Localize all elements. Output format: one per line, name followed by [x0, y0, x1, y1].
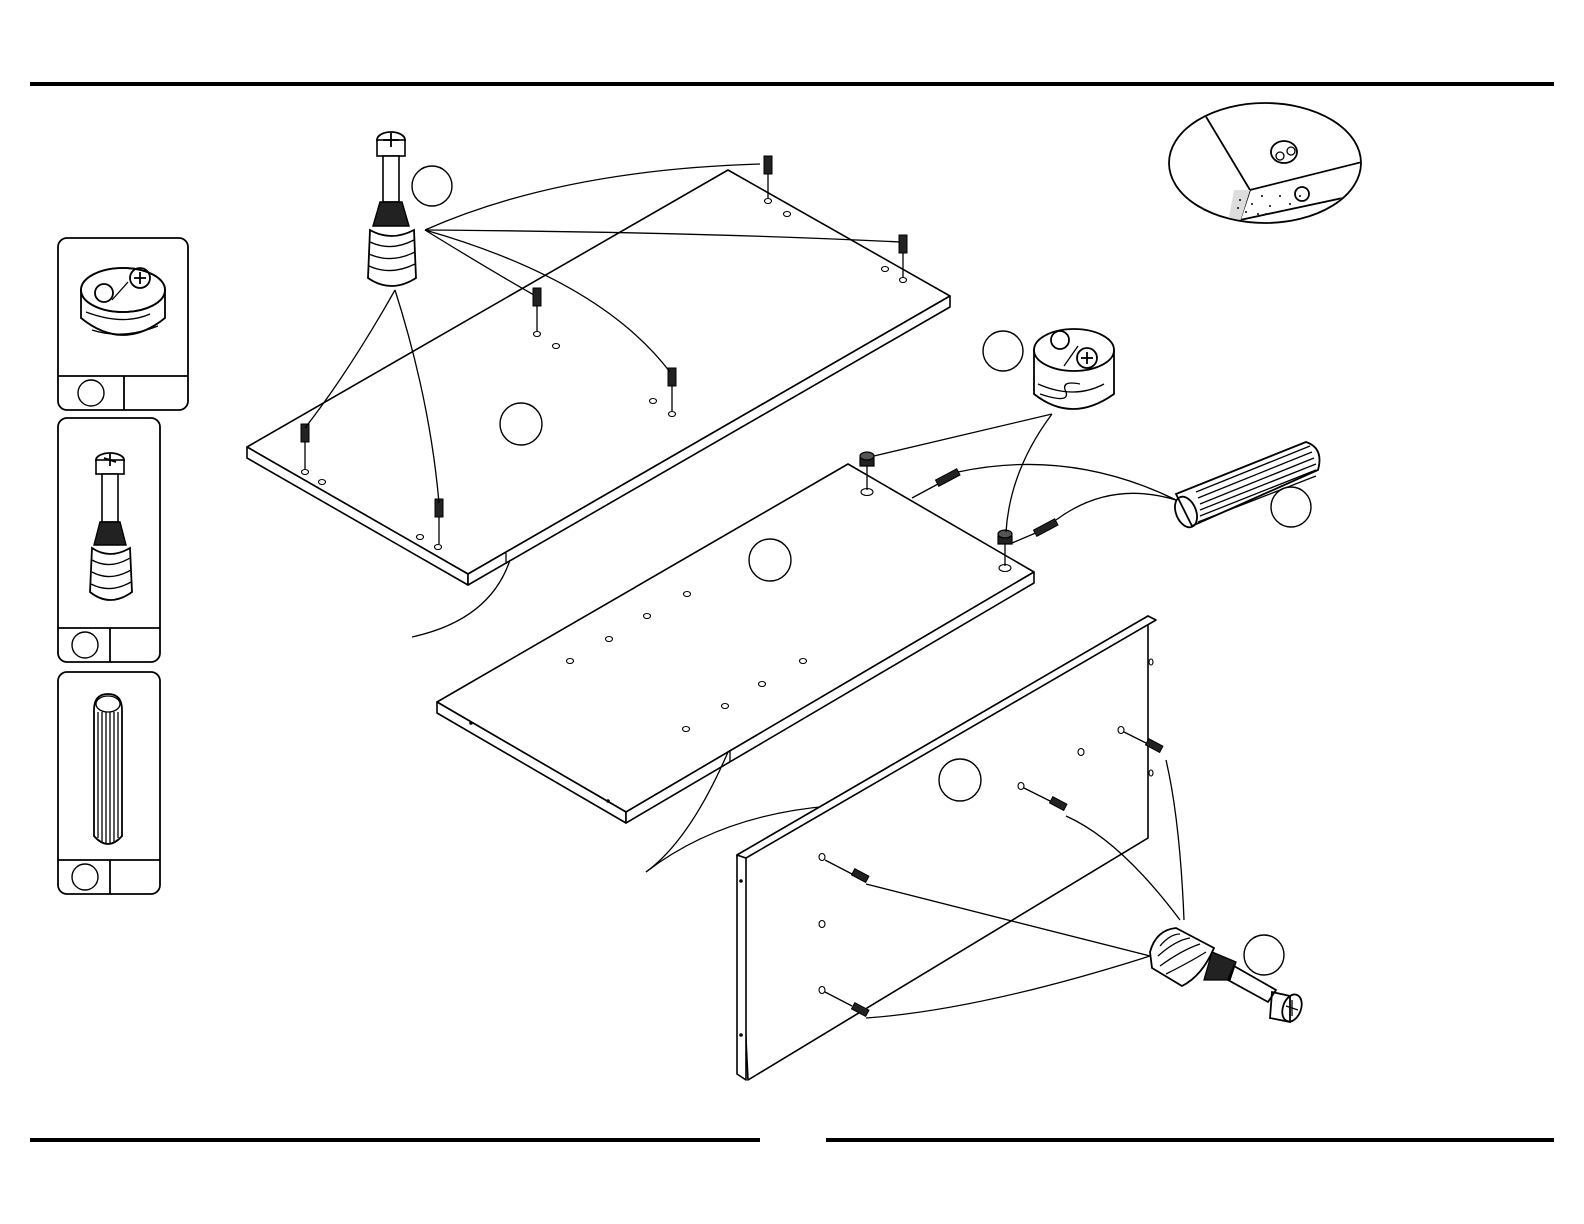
dowel-leader-2 — [1056, 493, 1176, 520]
cam-bolt-side-callout — [1244, 935, 1284, 975]
cam-lock-large — [1034, 329, 1114, 409]
cam-bolt-large-top — [368, 132, 416, 286]
top-panel-callout — [500, 403, 542, 445]
side-panel-callout — [939, 759, 981, 801]
cam-bolt-large-side — [1150, 928, 1305, 1024]
dowel-leader-1 — [958, 464, 1176, 500]
legend-part-cam-lock — [58, 238, 188, 410]
cam-lock-callout — [983, 331, 1023, 371]
legend-callout-2 — [72, 632, 98, 658]
dowel-callout — [1271, 487, 1311, 527]
legend-callout-3 — [72, 864, 98, 890]
cam-lock-detail-icon — [1169, 103, 1380, 223]
legend-callout-1 — [78, 380, 104, 406]
legend-part-dowel — [58, 672, 160, 894]
cam-bolt-callout — [412, 166, 452, 206]
cam-lock-leader-2 — [1006, 414, 1052, 532]
cam-lock-leader-1 — [874, 414, 1052, 456]
legend-part-cam-bolt — [58, 418, 160, 662]
shelf-panel-callout — [749, 539, 791, 581]
